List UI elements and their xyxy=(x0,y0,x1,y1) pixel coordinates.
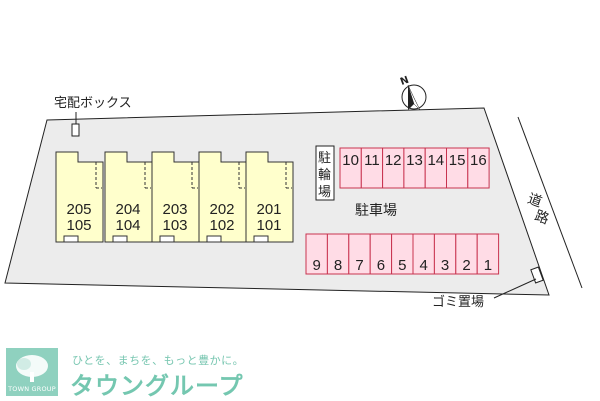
unit-upper-number: 202 xyxy=(209,201,234,218)
bike-parking-area xyxy=(315,145,335,201)
garbage-area xyxy=(530,266,544,284)
parking-space-7: 7 xyxy=(348,233,371,275)
parking-space-12: 12 xyxy=(382,147,405,189)
parking-space-14: 14 xyxy=(424,147,448,189)
parking-number: 4 xyxy=(420,257,428,274)
bike-parking-char-3: 場 xyxy=(318,185,331,200)
parking-space-16: 16 xyxy=(467,147,490,189)
parking-number: 7 xyxy=(355,257,363,274)
road-char-1: 道 xyxy=(525,191,544,211)
north-arrow-icon: N xyxy=(399,75,427,111)
parking-space-2: 2 xyxy=(455,233,478,275)
parking-number: 15 xyxy=(449,152,466,169)
bike-parking-char-1: 駐 xyxy=(318,151,331,166)
delivery-box-icon xyxy=(71,123,80,137)
parking-space-3: 3 xyxy=(433,233,457,275)
bike-parking-char-2: 輪 xyxy=(318,167,331,183)
parking-number: 2 xyxy=(462,257,470,274)
town-group-logo-icon xyxy=(6,348,58,396)
logo-text: TOWN GROUP xyxy=(8,385,56,393)
parking-space-6: 6 xyxy=(369,233,393,275)
parking-number: 13 xyxy=(406,152,423,169)
parking-number: 16 xyxy=(470,152,487,169)
parking-space-4: 4 xyxy=(412,233,435,275)
parking-space-13: 13 xyxy=(403,147,426,189)
parking-number: 9 xyxy=(313,257,321,274)
unit-upper-number: 205 xyxy=(66,201,91,218)
unit-lower-number: 105 xyxy=(66,217,91,234)
parking-number: 6 xyxy=(377,257,385,274)
parking-space-5: 5 xyxy=(391,233,414,275)
unit-upper-number: 204 xyxy=(115,201,140,218)
parking-label: 駐車場 xyxy=(355,202,397,219)
parking-number: 1 xyxy=(484,257,492,274)
north-label: N xyxy=(399,75,411,88)
parking-space-11: 11 xyxy=(360,147,384,189)
delivery-box-label: 宅配ボックス xyxy=(54,96,132,111)
parking-number: 12 xyxy=(385,152,402,169)
garbage-label: ゴミ置場 xyxy=(432,294,484,310)
parking-number: 11 xyxy=(364,152,380,169)
parking-number: 8 xyxy=(334,257,342,274)
brand-name: タウングループ xyxy=(70,372,244,400)
parking-space-10: 10 xyxy=(339,147,362,189)
parking-number: 3 xyxy=(441,257,449,274)
unit-lower-number: 104 xyxy=(115,217,140,234)
unit-lower-number: 103 xyxy=(162,217,187,234)
parking-number: 10 xyxy=(342,152,359,169)
parking-space-8: 8 xyxy=(326,233,350,275)
parking-number: 14 xyxy=(427,152,444,169)
unit-lower-number: 101 xyxy=(256,217,281,234)
road-edge-line xyxy=(517,116,583,289)
unit-upper-number: 201 xyxy=(256,201,281,218)
brand-tagline: ひとを、まちを、もっと豊かに。 xyxy=(72,354,245,367)
unit-lower-number: 102 xyxy=(209,217,234,234)
garbage-leader xyxy=(493,278,537,299)
parking-space-15: 15 xyxy=(446,147,469,189)
road-char-2: 路 xyxy=(532,208,551,228)
unit-upper-number: 203 xyxy=(162,201,187,218)
parking-space-1: 1 xyxy=(476,233,500,275)
parking-space-9: 9 xyxy=(305,233,328,275)
parking-number: 5 xyxy=(398,257,406,274)
